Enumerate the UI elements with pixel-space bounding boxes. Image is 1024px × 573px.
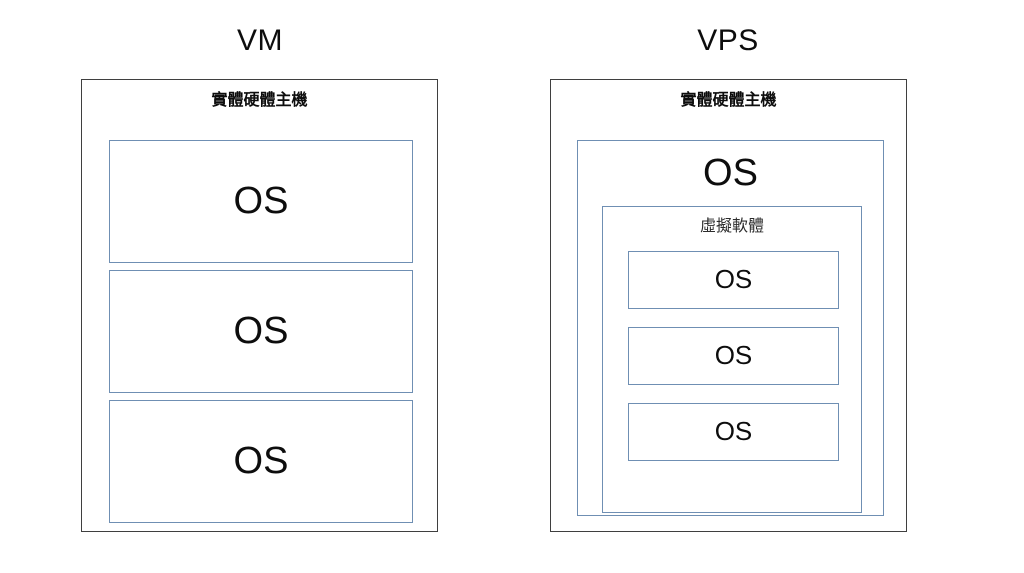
vps-physical-host-box: 實體硬體主機 OS 虛擬軟體 OS OS OS <box>550 79 907 532</box>
vm-guest-os-label-3: OS <box>233 439 289 482</box>
vps-guest-os-label-1: OS <box>714 264 753 295</box>
vm-guest-os-box-1: OS <box>109 140 413 263</box>
vps-guest-os-box-1: OS <box>628 251 839 309</box>
vps-physical-host-label: 實體硬體主機 <box>680 90 777 109</box>
vps-guest-os-label-3: OS <box>714 416 753 447</box>
vps-guest-os-label-2: OS <box>714 340 753 371</box>
vm-guest-os-box-2: OS <box>109 270 413 393</box>
vm-guest-os-label-2: OS <box>233 309 289 352</box>
vps-virtualization-software-box: 虛擬軟體 OS OS OS <box>602 206 862 513</box>
vps-host-os-box: OS 虛擬軟體 OS OS OS <box>577 140 884 516</box>
vm-guest-os-box-3: OS <box>109 400 413 523</box>
vm-physical-host-label: 實體硬體主機 <box>211 90 308 109</box>
vps-guest-os-box-2: OS <box>628 327 839 385</box>
vps-guest-os-box-3: OS <box>628 403 839 461</box>
vm-physical-host-box: 實體硬體主機 OS OS OS <box>81 79 438 532</box>
vps-virtualization-software-label: 虛擬軟體 <box>699 216 764 235</box>
vps-column-title: VPS <box>697 24 759 57</box>
vm-column-title: VM <box>237 24 283 57</box>
vm-guest-os-label-1: OS <box>233 179 289 222</box>
vps-host-os-label: OS <box>703 152 758 194</box>
